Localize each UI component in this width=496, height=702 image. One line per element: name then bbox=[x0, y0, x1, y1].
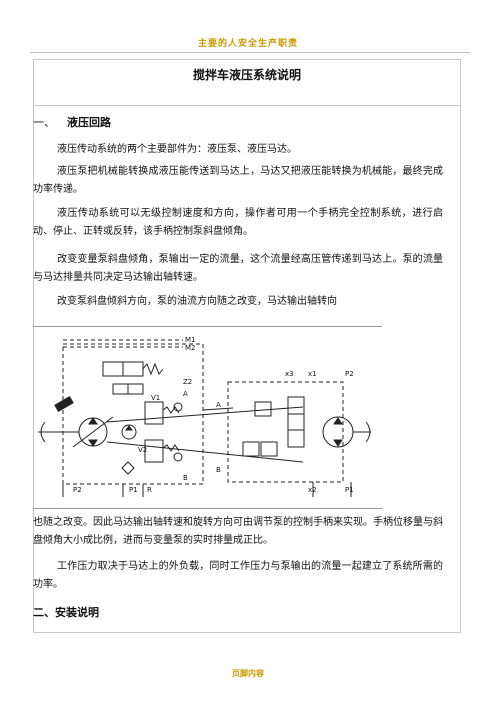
label-m2: M2 bbox=[185, 344, 196, 352]
paragraph-5: 改变泵斜盘倾斜方向，泵的油流方向随之改变，马达输出轴转向 bbox=[57, 296, 337, 307]
label-p1-bottom: P1 bbox=[129, 486, 138, 494]
label-b-mid: B bbox=[216, 466, 221, 474]
label-x2: x2 bbox=[308, 486, 317, 494]
label-b-left: B bbox=[183, 474, 188, 482]
control-valve-right bbox=[122, 361, 144, 377]
section-1-number: 一、 bbox=[33, 116, 55, 129]
label-p2-right: P2 bbox=[345, 370, 354, 378]
header-divider bbox=[30, 52, 470, 53]
paragraph-1: 液压传动系统的两个主要部件为：液压泵、液压马达。 bbox=[57, 144, 297, 155]
section-1-heading: 一、液压回路 bbox=[33, 114, 111, 130]
paragraph-4: 改变变量泵斜盘倾角，泵输出一定的流量，这个流量经高压管传递到马达上。泵的流量与马… bbox=[33, 254, 443, 283]
paragraph-7: 工作压力取决于马达上的外负载，同时工作压力与泵输出的流量一起建立了系统所需的功率… bbox=[33, 561, 443, 590]
page-header-banner: 主要的人安全生产职责 bbox=[197, 39, 298, 49]
label-v1: V1 bbox=[151, 394, 160, 402]
label-x1: x1 bbox=[308, 370, 317, 378]
label-a-mid: A bbox=[216, 401, 221, 409]
hydraulic-circuit-diagram: M1 M2 Z2 A B A B V1 V2 x3 x1 x2 P2 P1 P2… bbox=[38, 336, 371, 497]
paragraph-6: 也随之改变。因此马达输出轴转速和旋转方向可由调节泵的控制手柄来实现。手柄位移量与… bbox=[33, 517, 443, 546]
control-valve-left bbox=[102, 361, 124, 377]
label-p1-right: P1 bbox=[345, 486, 354, 494]
section-2-heading: 二、安装说明 bbox=[33, 606, 99, 619]
page-footer: 页脚内容 bbox=[232, 668, 264, 678]
document-title: 搅拌车液压系统说明 bbox=[33, 59, 461, 106]
content-frame bbox=[33, 59, 461, 633]
section-1-title: 液压回路 bbox=[67, 116, 111, 129]
diagram-top-rule bbox=[33, 326, 382, 327]
control-handle-icon bbox=[54, 396, 74, 412]
diagram-bottom-rule bbox=[33, 508, 382, 509]
charge-pump-symbol bbox=[121, 424, 137, 440]
label-x3: x3 bbox=[285, 370, 294, 378]
label-z2: Z2 bbox=[183, 378, 192, 386]
label-a-left: A bbox=[183, 390, 188, 398]
label-m1: M1 bbox=[185, 336, 196, 344]
label-v2: V2 bbox=[138, 446, 147, 454]
motor-boundary bbox=[227, 381, 344, 483]
label-r-bottom: R bbox=[147, 486, 152, 494]
motor-valve-stack bbox=[287, 396, 305, 448]
label-p2-bottom: P2 bbox=[73, 486, 82, 494]
paragraph-2: 液压泵把机械能转换成液压能传送到马达上，马达又把液压能转换为机械能，最终完成功率… bbox=[33, 166, 443, 195]
paragraph-3: 液压传动系统可以无级控制速度和方向，操作者可用一个手柄完全控制系统，进行启动、停… bbox=[33, 208, 443, 237]
pump-boundary bbox=[62, 343, 204, 485]
